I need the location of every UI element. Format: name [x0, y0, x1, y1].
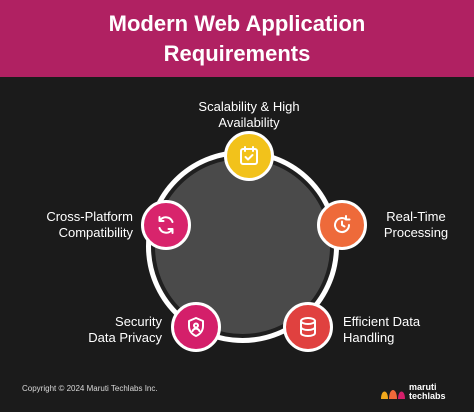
shield-user-icon — [188, 317, 204, 337]
cross-platform-label-line2: Compatibility — [58, 225, 133, 240]
real-time-label: Real-Time Processing — [376, 209, 456, 241]
sync-icon — [158, 216, 174, 234]
brand-name: maruti techlabs — [409, 383, 446, 401]
security-label-line2: Data Privacy — [88, 330, 162, 345]
cross-platform-label: Cross-Platform Compatibility — [22, 209, 133, 241]
data-handling-node — [283, 302, 333, 352]
scalability-label-line2: Availability — [218, 115, 280, 130]
security-label: Security Data Privacy — [60, 314, 162, 346]
data-handling-label-line1: Efficient Data — [343, 314, 421, 329]
scalability-label: Scalability & High Availability — [190, 99, 308, 131]
maruti-logo-icon — [381, 390, 405, 399]
data-handling-label: Efficient Data Handling — [343, 314, 443, 346]
page-title: Modern Web Application Requirements — [72, 9, 402, 69]
brand-name-line1: maruti — [409, 382, 437, 392]
cross-platform-node — [141, 200, 191, 250]
title-line-1: Modern Web Application — [108, 10, 366, 36]
header-banner: Modern Web Application Requirements — [0, 0, 474, 77]
scalability-node — [224, 131, 274, 181]
real-time-label-line1: Real-Time — [386, 209, 446, 224]
scalability-label-line1: Scalability & High — [198, 99, 300, 114]
data-handling-label-line2: Handling — [343, 330, 395, 345]
real-time-node — [317, 200, 367, 250]
security-node — [171, 302, 221, 352]
title-line-2: Requirements — [163, 40, 311, 66]
database-icon — [300, 317, 316, 337]
copyright-text: Copyright © 2024 Maruti Techlabs Inc. — [22, 384, 158, 393]
security-label-line1: Security — [115, 314, 162, 329]
cross-platform-label-line1: Cross-Platform — [46, 209, 133, 224]
brand-name-line2: techlabs — [409, 391, 446, 401]
refresh-clock-icon — [334, 215, 351, 234]
real-time-label-line2: Processing — [383, 225, 449, 240]
calendar-check-icon — [240, 146, 258, 165]
brand-logo: maruti techlabs — [380, 380, 446, 404]
